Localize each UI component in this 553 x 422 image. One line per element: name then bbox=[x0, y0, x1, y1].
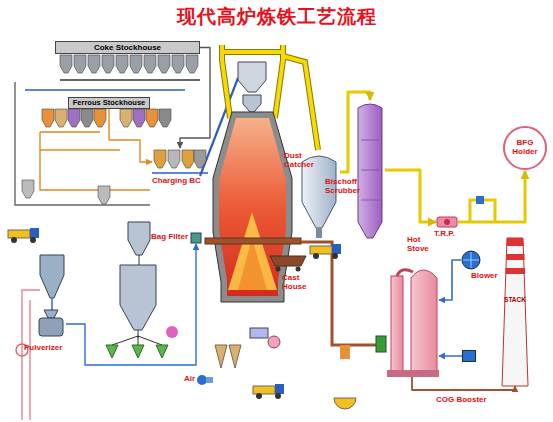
pulverizer-shape bbox=[36, 310, 66, 338]
stockhouse-box: Coke Stockhouse bbox=[55, 41, 200, 54]
node-label: BFG Holder bbox=[508, 139, 542, 157]
node-label: Air bbox=[177, 375, 195, 384]
node-label: Pulverizer bbox=[24, 344, 80, 353]
air-pump-shape bbox=[197, 374, 213, 386]
node-label: COG Booster bbox=[436, 396, 500, 405]
air-pump: Air bbox=[197, 374, 213, 386]
charging-bin-shape bbox=[152, 148, 208, 176]
pipe-connector bbox=[458, 171, 525, 222]
charging-bin: Charging BC bbox=[152, 148, 208, 176]
hot-blast-main bbox=[301, 242, 385, 345]
bag-filter: Bag Filter bbox=[190, 232, 202, 244]
pipe-connector bbox=[180, 48, 210, 149]
blower-shape bbox=[461, 250, 481, 270]
trp-turbine: T.R.P. bbox=[436, 215, 458, 229]
ferrous-hoppers bbox=[42, 109, 171, 127]
conveyor-lines bbox=[15, 78, 238, 205]
cast-house-equipment bbox=[215, 328, 356, 409]
pipe-connector bbox=[66, 244, 196, 365]
node-label: Hot Stove bbox=[407, 236, 439, 254]
pipe-connector bbox=[109, 109, 152, 162]
node-label: Charging BC bbox=[152, 177, 214, 186]
cast-house-car: Cast House bbox=[268, 252, 308, 272]
hot-stove: Hot Stove bbox=[385, 262, 439, 377]
node-label: Coke Stockhouse bbox=[94, 44, 161, 52]
gas-holder: BFG Holder bbox=[502, 125, 548, 171]
cog-booster: COG Booster bbox=[462, 350, 476, 362]
scrubber-tower: Bischoff Scrubber bbox=[355, 100, 385, 240]
pulverizer: Pulverizer bbox=[36, 310, 66, 338]
cast-house-car-shape bbox=[268, 252, 308, 272]
node-label: Ferrous Stockhouse bbox=[73, 99, 146, 107]
pipe-connector bbox=[385, 170, 436, 222]
node-label: STACK bbox=[500, 296, 530, 303]
scrubber-tower-shape bbox=[355, 100, 385, 240]
stack-chimney-shape bbox=[500, 238, 530, 386]
coke-hoppers bbox=[60, 55, 198, 73]
bag-filter-shape bbox=[190, 232, 202, 244]
blower: Blower bbox=[461, 250, 481, 270]
pipe-connector bbox=[412, 377, 515, 390]
trp-turbine-shape bbox=[436, 215, 458, 229]
coal-injection bbox=[16, 222, 178, 420]
stockhouse-box: Ferrous Stockhouse bbox=[68, 97, 150, 109]
cog-booster-shape bbox=[462, 350, 476, 362]
pipe-connector bbox=[439, 260, 461, 300]
node-label: T.R.P. bbox=[434, 230, 464, 239]
node-label: Blower bbox=[471, 272, 511, 281]
node-label: Cast House bbox=[282, 274, 314, 292]
pipe-connector bbox=[439, 355, 462, 357]
furnace-top bbox=[238, 62, 266, 112]
stack-chimney: STACK bbox=[500, 238, 530, 386]
node-label: Dust Catcher bbox=[284, 152, 324, 170]
diagram-title: 现代高炉炼铁工艺流程 bbox=[0, 4, 553, 30]
node-label: Bischoff Scrubber bbox=[325, 178, 371, 196]
hot-stove-shape bbox=[385, 262, 439, 377]
node-label: Bag Filter bbox=[136, 233, 188, 242]
